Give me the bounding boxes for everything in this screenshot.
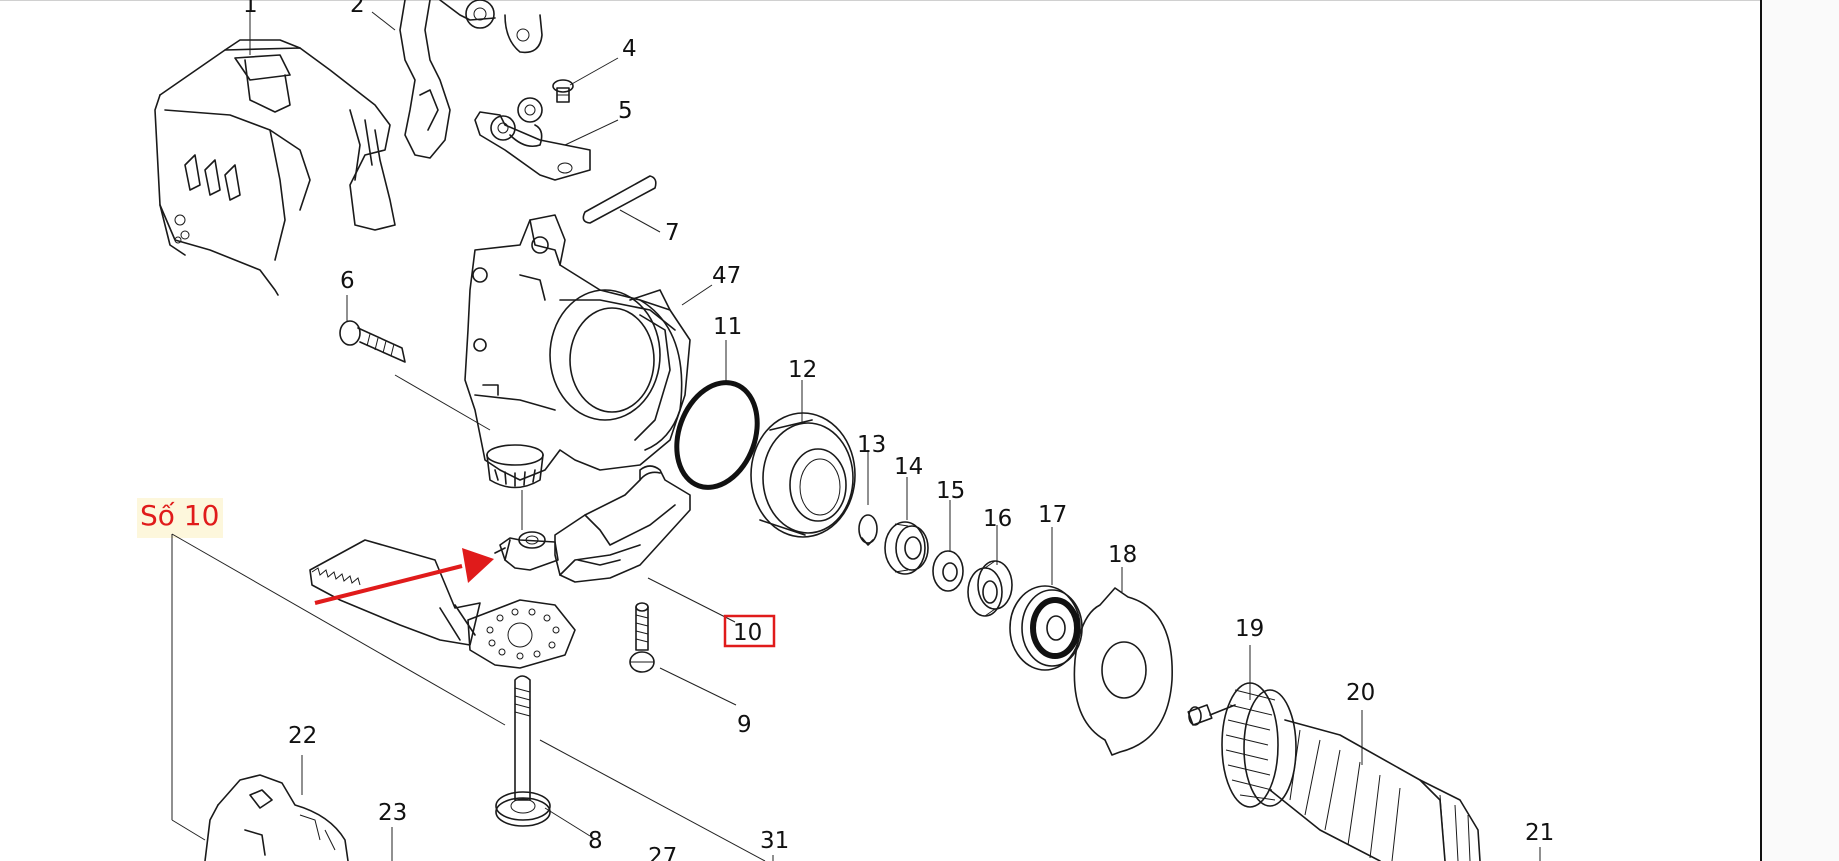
gear-housing [464, 214, 691, 489]
part-19-armature-fan [1187, 682, 1297, 808]
label-12: 12 [788, 357, 817, 383]
part-6-bolt [339, 320, 406, 363]
label-10: 10 [733, 620, 762, 646]
label-20: 20 [1346, 680, 1375, 706]
viewer-gutter [1762, 0, 1839, 861]
part-15-washer [932, 550, 964, 592]
part-17-bearing [1009, 585, 1083, 671]
label-7: 7 [665, 220, 680, 246]
top-rule [0, 0, 1760, 1]
label-14: 14 [894, 454, 923, 480]
label-23: 23 [378, 800, 407, 826]
part-10-highlight-box [723, 614, 776, 648]
label-13: 13 [857, 432, 886, 458]
part-2-lever [399, 0, 543, 159]
part-13-retaining-ring [858, 514, 878, 546]
part-47-ring [639, 299, 683, 451]
leader-lines [171, 11, 1541, 861]
label-1: 1 [243, 0, 258, 18]
part-9-screw [629, 602, 655, 673]
page-edge-border [1760, 0, 1762, 861]
part-7-pin [582, 175, 657, 224]
part-18-baffle-plate [1073, 587, 1173, 756]
label-5: 5 [618, 98, 633, 124]
saw-blade [309, 539, 481, 646]
part-12-bearing [750, 412, 856, 538]
label-9: 9 [737, 712, 752, 738]
label-47: 47 [712, 263, 741, 289]
label-15: 15 [936, 478, 965, 504]
label-21: 21 [1525, 820, 1554, 846]
annotation-note: Số 10 [140, 499, 220, 532]
exploded-parts-diagram: 1 2 4 5 6 7 47 11 12 13 14 15 16 17 18 1… [154, 0, 1554, 861]
part-22-housing [204, 774, 349, 861]
part-4-screw [552, 79, 574, 103]
label-22: 22 [288, 723, 317, 749]
diagram-viewer: Số 10 [0, 0, 1760, 861]
label-8: 8 [588, 828, 603, 854]
annotation-note-background [137, 498, 223, 538]
part-10-housing-cover [494, 465, 691, 583]
label-11: 11 [713, 314, 742, 340]
part-14-bearing [884, 521, 929, 575]
label-31: 31 [760, 828, 789, 854]
label-16: 16 [983, 506, 1012, 532]
label-18: 18 [1108, 542, 1137, 568]
part-20-armature-core [1269, 719, 1481, 861]
label-6: 6 [340, 268, 355, 294]
part-labels: 1 2 4 5 6 7 47 11 12 13 14 15 16 17 18 1… [243, 0, 1554, 861]
adapter-disc [467, 599, 576, 669]
label-4: 4 [622, 36, 637, 62]
part-11-o-ring [674, 380, 760, 490]
part-5-bracket [474, 97, 591, 181]
label-27: 27 [648, 844, 677, 861]
label-17: 17 [1038, 502, 1067, 528]
part-8-bolt [495, 675, 551, 827]
highlight-arrow [314, 548, 494, 605]
part-16-collar [967, 560, 1013, 617]
label-2: 2 [350, 0, 365, 18]
part-1-housing-cover [154, 39, 396, 296]
label-19: 19 [1235, 616, 1264, 642]
